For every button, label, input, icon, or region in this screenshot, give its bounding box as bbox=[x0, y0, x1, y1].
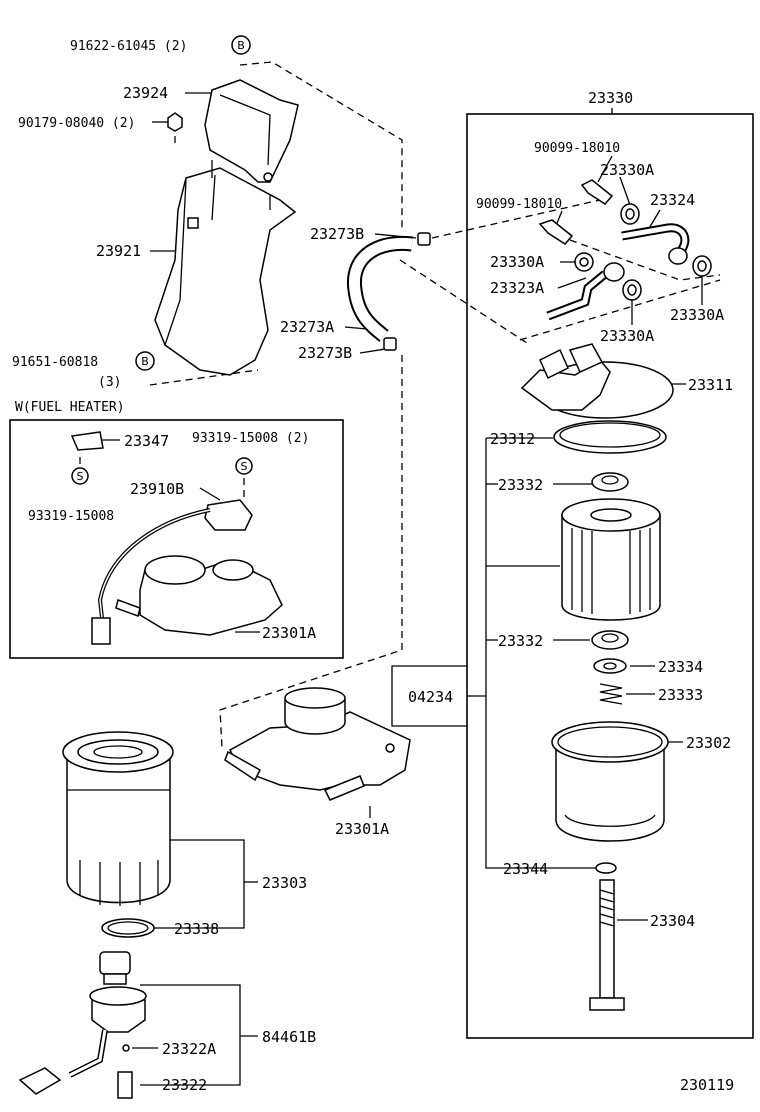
label-23333: 23333 bbox=[658, 686, 703, 704]
label-23322A: 23322A bbox=[162, 1040, 216, 1058]
label-23324: 23324 bbox=[650, 191, 695, 209]
label-23332-b: 23332 bbox=[498, 632, 543, 650]
label-23332-a: 23332 bbox=[498, 476, 543, 494]
label-23347: 23347 bbox=[124, 432, 169, 450]
label-23924: 23924 bbox=[123, 84, 168, 102]
assembly-23330-frame bbox=[466, 113, 754, 1039]
oring-23312 bbox=[553, 420, 667, 454]
bracket-23921 bbox=[154, 160, 297, 376]
svg-text:S: S bbox=[77, 470, 84, 483]
sensor-84461B bbox=[18, 951, 147, 1099]
label-91651: 91651-60818 bbox=[12, 355, 98, 370]
bracket-23924 bbox=[204, 79, 299, 183]
label-23273A: 23273A bbox=[280, 318, 334, 336]
label-91651-qty: (3) bbox=[98, 375, 121, 390]
label-93319-b: 93319-15008 bbox=[28, 509, 114, 524]
washers-23330A bbox=[574, 203, 712, 301]
label-23330A-c: 23330A bbox=[600, 327, 654, 345]
bolt-90099-b bbox=[538, 219, 574, 245]
label-23301A-main: 23301A bbox=[335, 820, 389, 838]
part-labels: 91622-61045 (2) 23924 90179-08040 (2) 23… bbox=[12, 39, 734, 1094]
bolt-23304 bbox=[589, 879, 625, 1011]
circle-mark-s-left: S bbox=[71, 467, 89, 485]
circle-mark-b-bottom: B bbox=[135, 351, 155, 371]
pipe-23323A bbox=[546, 262, 625, 321]
filter-element bbox=[561, 498, 661, 621]
pump-23301A bbox=[224, 687, 411, 801]
label-90099-b: 90099-18010 bbox=[476, 197, 562, 212]
label-23273B-top: 23273B bbox=[310, 225, 364, 243]
label-23330A-d: 23330A bbox=[670, 306, 724, 324]
dashed-guides bbox=[79, 61, 721, 749]
label-23330: 23330 bbox=[588, 89, 633, 107]
label-23910B: 23910B bbox=[130, 480, 184, 498]
leader-lines bbox=[102, 92, 703, 1086]
oring-23338 bbox=[101, 918, 155, 938]
label-04234: 04234 bbox=[408, 688, 453, 706]
label-93319-a: 93319-15008 (2) bbox=[192, 431, 309, 446]
fuel-heater-frame bbox=[9, 419, 344, 659]
bolt-90099-a bbox=[580, 179, 614, 205]
bracket-04234 bbox=[391, 665, 467, 727]
label-90099-a: 90099-18010 bbox=[534, 141, 620, 156]
label-fuel-heater-title: W(FUEL HEATER) bbox=[15, 400, 125, 415]
label-23273B-bottom: 23273B bbox=[298, 344, 352, 362]
diagram-id: 230119 bbox=[680, 1076, 734, 1094]
label-23302: 23302 bbox=[686, 734, 731, 752]
label-23312: 23312 bbox=[490, 430, 535, 448]
label-23344: 23344 bbox=[503, 860, 548, 878]
label-91622: 91622-61045 (2) bbox=[70, 39, 187, 54]
gasket-23332-bottom bbox=[591, 630, 629, 650]
label-23322: 23322 bbox=[162, 1076, 207, 1094]
filter-23303 bbox=[62, 731, 174, 906]
hose-23273A bbox=[346, 232, 431, 351]
gasket-23332-top bbox=[591, 472, 629, 492]
label-23323A: 23323A bbox=[490, 279, 544, 297]
filter-head-23311 bbox=[520, 343, 674, 419]
case-23302 bbox=[551, 721, 669, 842]
label-90179: 90179-08040 (2) bbox=[18, 116, 135, 131]
label-23338: 23338 bbox=[174, 920, 219, 938]
svg-text:B: B bbox=[141, 355, 149, 368]
washer-23334 bbox=[593, 658, 627, 674]
label-23311: 23311 bbox=[688, 376, 733, 394]
circle-mark-s-right: S bbox=[235, 457, 253, 475]
fuel-heater-parts bbox=[70, 431, 283, 645]
label-84461B: 84461B bbox=[262, 1028, 316, 1046]
svg-text:S: S bbox=[241, 460, 248, 473]
label-23304: 23304 bbox=[650, 912, 695, 930]
circle-mark-b-top: B bbox=[231, 35, 251, 55]
label-23921: 23921 bbox=[96, 242, 141, 260]
label-23301A-inset: 23301A bbox=[262, 624, 316, 642]
spring-23333 bbox=[599, 683, 623, 705]
pipe-23324 bbox=[621, 223, 690, 265]
label-23330A-a: 23330A bbox=[600, 161, 654, 179]
label-23334: 23334 bbox=[658, 658, 703, 676]
oring-23344 bbox=[595, 862, 617, 874]
label-23330A-b: 23330A bbox=[490, 253, 544, 271]
nut-90179 bbox=[167, 112, 183, 132]
label-23303: 23303 bbox=[262, 874, 307, 892]
svg-text:B: B bbox=[237, 39, 245, 52]
